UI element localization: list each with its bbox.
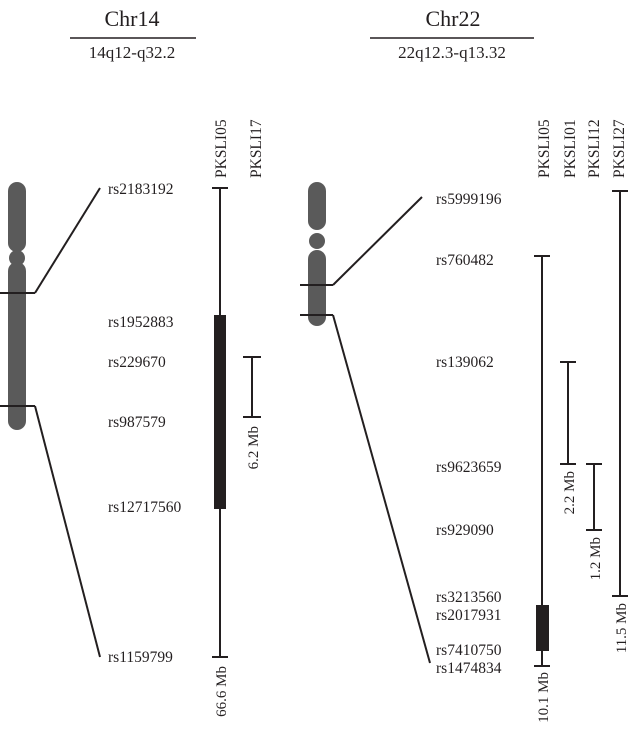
chr22-zoom-line-bottom [332,314,431,664]
chr22-shared-block [536,605,549,651]
chr14-size-label: 66.6 Mb [214,666,230,717]
chr14-size-label: 6.2 Mb [246,426,262,469]
chr14-shared-block [214,315,226,509]
chr14-zoom-line-bottom [34,405,101,658]
chr14-pksli05-interval [212,187,228,658]
chr22-title: Chr22 [426,6,481,31]
chr22-long-arm [308,250,326,326]
chr22-size-label: 10.1 Mb [536,672,552,723]
chr14-centromere [9,250,25,266]
chr14-band-label: 14q12-q32.2 [89,43,175,62]
chr22-marker-label: rs7410750 [436,642,502,659]
chr22-pksli05-interval [534,255,550,667]
chr14-ideogram [8,182,26,430]
chr22-marker-label: rs2017931 [436,607,501,624]
chr14-family-label: PKSLI05 [213,119,230,178]
chr14-short-arm [8,182,26,252]
chr14-panel: Chr14 14q12-q32.2 rs2183192 rs1952883 rs… [0,6,265,717]
chr22-marker-label: rs929090 [436,522,494,539]
chr14-title: Chr14 [105,6,160,31]
chr14-marker-label: rs1159799 [108,649,173,666]
chr22-size-label: 1.2 Mb [588,537,604,580]
chr22-short-arm [308,182,326,230]
chr22-marker-label: rs3213560 [436,589,502,606]
chr22-pksli27-interval [612,190,628,597]
chr22-zoom-line-top [332,196,423,286]
chr22-band-label: 22q12.3-q13.32 [398,43,506,62]
chr22-marker-label: rs5999196 [436,191,502,208]
chr22-ideogram [308,182,326,326]
chr22-marker-label: rs9623659 [436,459,502,476]
chr22-marker-label: rs760482 [436,252,494,269]
chr22-pksli01-interval [560,361,576,465]
chr14-zoom-line-top [34,187,101,294]
chr14-long-arm [8,262,26,430]
chr14-marker-label: rs12717560 [108,499,181,516]
chr22-marker-label: rs139062 [436,354,494,371]
chr14-marker-label: rs229670 [108,354,166,371]
chr22-family-label: PKSLI27 [611,119,628,178]
chr22-family-label: PKSLI01 [562,119,579,178]
chr22-panel: Chr22 22q12.3-q13.32 rs5999196 rs760482 … [300,6,630,723]
chr22-size-label: 2.2 Mb [562,471,578,514]
chr22-centromere [309,233,325,249]
chr22-pksli12-interval [586,463,602,531]
chr22-family-label: PKSLI12 [586,119,603,178]
chr14-marker-label: rs1952883 [108,314,174,331]
chr22-family-label: PKSLI05 [536,119,553,178]
chr14-marker-label: rs2183192 [108,181,173,198]
chr14-marker-label: rs987579 [108,414,166,431]
chr14-family-label: PKSLI17 [248,119,265,178]
chr22-size-label: 11.5 Mb [614,603,630,653]
chr14-pksli17-interval [243,356,261,418]
chr22-marker-label: rs1474834 [436,660,502,677]
